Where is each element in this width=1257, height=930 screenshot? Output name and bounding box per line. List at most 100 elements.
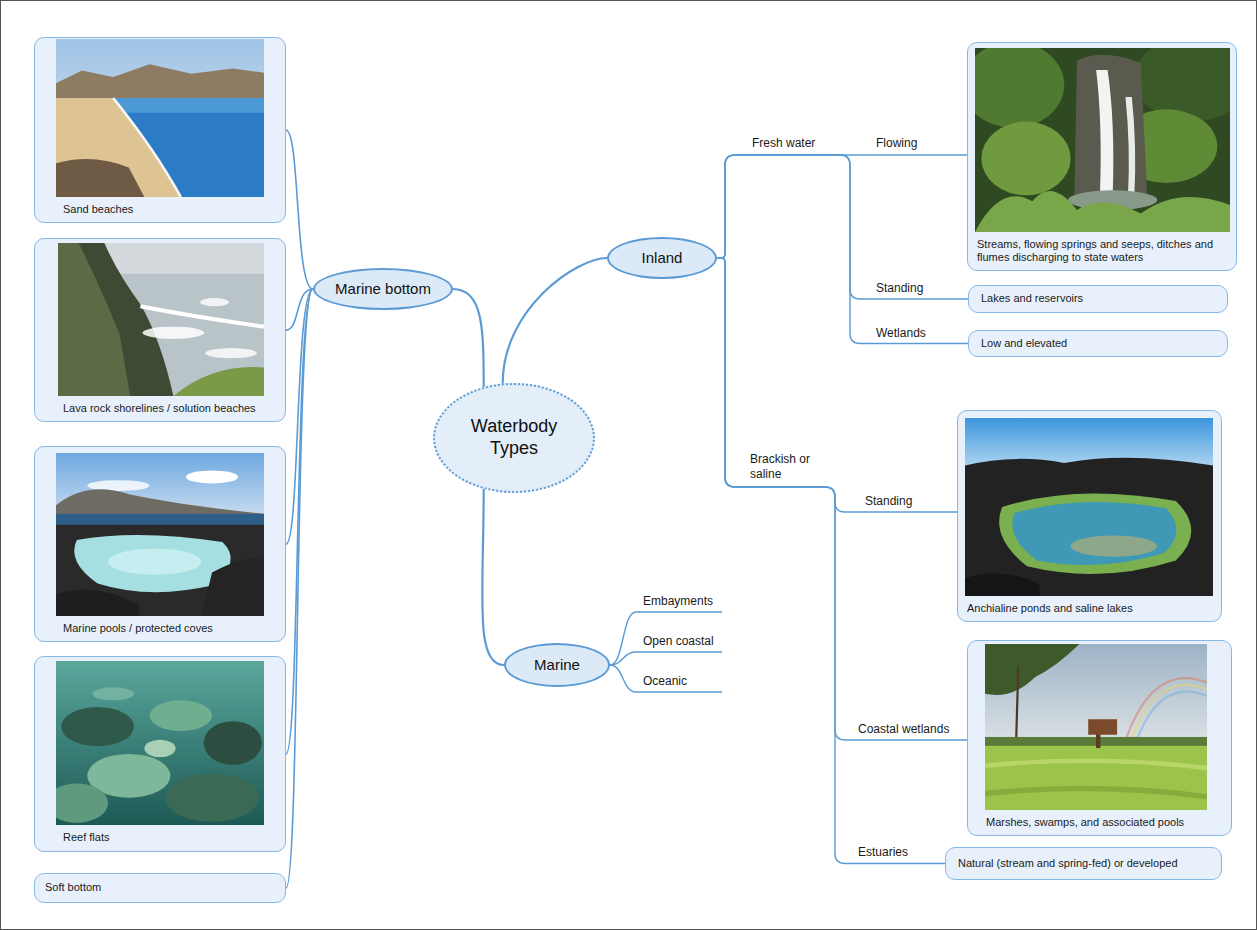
illustration-part <box>610 612 722 692</box>
illustration-part <box>965 457 1213 595</box>
reef-photo <box>56 661 264 825</box>
illustration-part <box>985 760 1207 767</box>
illustration-part <box>149 700 211 731</box>
branch-label: Fresh water <box>752 136 815 151</box>
illustration-part <box>56 39 264 197</box>
photo-box: Reef flats <box>34 656 286 852</box>
illustration-part <box>1074 54 1147 195</box>
pond-photo <box>965 418 1213 596</box>
illustration-part <box>985 644 1079 695</box>
topic-box: Low and elevated <box>968 330 1228 357</box>
illustration-part <box>142 326 204 338</box>
connector <box>717 155 968 299</box>
illustration-part <box>1125 97 1135 195</box>
topic-box: Lakes and reservoirs <box>968 285 1228 313</box>
illustration-part <box>1134 48 1230 122</box>
topic-text: Marine bottom <box>335 280 431 298</box>
illustration-part <box>981 121 1070 195</box>
branch-label: Estuaries <box>858 845 908 860</box>
illustration-part <box>56 453 264 529</box>
illustration-part <box>56 524 264 615</box>
branch-label: Flowing <box>876 136 917 151</box>
illustration-part <box>58 243 173 396</box>
branch-label: Coastal wetlands <box>858 722 949 737</box>
branch-label: Standing <box>865 494 912 509</box>
photo-box: Lava rock shorelines / solution beaches <box>34 238 286 422</box>
central-topic: Waterbody Types <box>433 383 595 493</box>
topic-box: Soft bottom <box>34 873 286 903</box>
photo-box: Marshes, swamps, and associated pools <box>967 640 1232 836</box>
illustration-part <box>975 190 1230 231</box>
branch-label: Open coastal <box>643 634 714 649</box>
illustration-part <box>610 665 722 692</box>
box-text: Marine pools / protected coves <box>63 622 279 635</box>
photo-box: Streams, flowing springs and seeps, ditc… <box>967 42 1237 271</box>
illustration-part <box>74 534 231 591</box>
topic-text: Inland <box>642 249 683 267</box>
illustration-part <box>56 783 108 822</box>
box-text: Low and elevated <box>981 337 1067 350</box>
connector <box>286 130 313 289</box>
illustration-part <box>186 470 238 483</box>
illustration-part <box>1129 684 1207 745</box>
branch-label: Standing <box>876 281 923 296</box>
branch-topic: Marine <box>504 643 610 687</box>
illustration-part <box>58 243 130 396</box>
connector <box>717 258 945 864</box>
illustration-part <box>1070 535 1157 556</box>
illustration-part <box>56 64 264 98</box>
branch-label: Wetlands <box>876 326 926 341</box>
box-text: Lava rock shorelines / solution beaches <box>63 402 279 415</box>
topic-box: Natural (stream and spring-fed) or devel… <box>945 847 1222 880</box>
branch-topic: Marine bottom <box>313 268 453 310</box>
branch-label: Oceanic <box>643 674 687 689</box>
illustration-part <box>1096 70 1113 195</box>
box-text: Lakes and reservoirs <box>981 292 1083 305</box>
illustration-part <box>56 158 144 196</box>
illustration-part <box>610 612 722 665</box>
box-text: Natural (stream and spring-fed) or devel… <box>958 857 1178 870</box>
illustration-part <box>165 773 259 821</box>
illustration-part <box>205 348 256 358</box>
illustration-part <box>1088 719 1117 734</box>
illustration-part <box>201 558 263 616</box>
illustration-part <box>203 721 261 765</box>
branch-label: Embayments <box>643 594 713 609</box>
photo-box: Sand beaches <box>34 37 286 223</box>
photo-box: Marine pools / protected coves <box>34 446 286 642</box>
box-text: Reef flats <box>63 831 279 844</box>
illustration-part <box>58 243 264 396</box>
illustration-part <box>965 573 1039 596</box>
connector <box>717 155 967 258</box>
illustration-part <box>56 589 139 615</box>
box-text: Marshes, swamps, and associated pools <box>986 816 1225 829</box>
illustration-part <box>1016 666 1018 743</box>
topic-text: Marine <box>534 656 580 674</box>
connector <box>717 258 967 740</box>
box-text: Sand beaches <box>63 203 279 216</box>
connector <box>286 289 313 888</box>
illustration-part <box>108 548 202 574</box>
connector <box>453 289 484 387</box>
illustration-part <box>200 298 229 306</box>
illustration-part <box>985 788 1207 796</box>
waterfall-photo <box>975 48 1230 232</box>
connector <box>717 155 968 344</box>
marsh-photo <box>985 644 1207 810</box>
illustration-part <box>975 48 1064 128</box>
box-text: Soft bottom <box>45 881 101 894</box>
illustration-part <box>144 739 175 756</box>
beach-photo <box>56 39 264 197</box>
illustration-part <box>140 306 264 326</box>
illustration-part <box>92 687 134 700</box>
branch-label: Brackish or saline <box>750 452 814 482</box>
illustration-part <box>113 97 264 112</box>
shoreline-photo <box>58 243 264 396</box>
illustration-part <box>56 97 181 196</box>
box-text: Streams, flowing springs and seeps, ditc… <box>977 238 1230 264</box>
topic-text: Waterbody Types <box>458 416 570 459</box>
connector <box>482 489 504 665</box>
connector <box>717 258 957 512</box>
photo-box: Anchialine ponds and saline lakes <box>957 410 1222 622</box>
box-text: Anchialine ponds and saline lakes <box>967 602 1215 615</box>
